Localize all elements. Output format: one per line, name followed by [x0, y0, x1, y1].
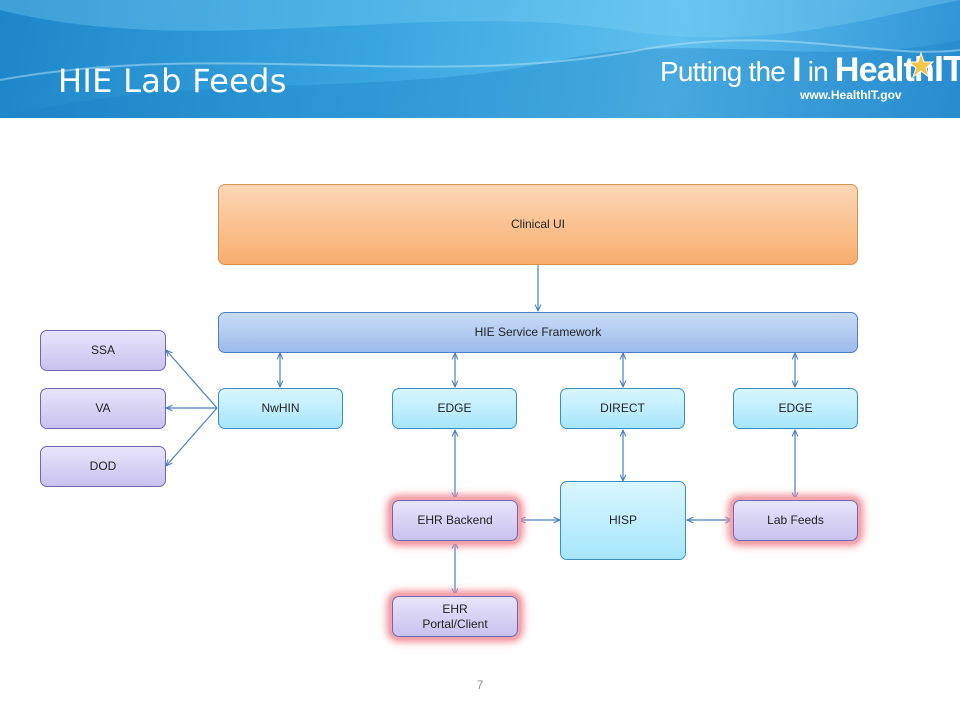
logo-url: www.HealthIT.gov [800, 88, 902, 102]
edge-box-1: EDGE [392, 388, 517, 429]
connector-ssa-nwhin [166, 350, 218, 409]
clinical-ui-box: Clinical UI [218, 184, 858, 265]
dod-box: DOD [40, 446, 166, 487]
page-title: HIE Lab Feeds [58, 62, 287, 100]
ehr-portal-client-box: EHR Portal/Client [392, 596, 518, 637]
ssa-box: SSA [40, 330, 166, 371]
page-number: 7 [476, 678, 484, 692]
ehr-backend-box: EHR Backend [392, 500, 518, 541]
header-banner: HIE Lab Feeds Putting the I in HealthIT … [0, 0, 960, 118]
direct-box: DIRECT [560, 388, 685, 429]
lab-feeds-box: Lab Feeds [733, 500, 858, 541]
hisp-box: HISP [560, 481, 686, 560]
star-icon [908, 52, 934, 78]
va-box: VA [40, 388, 166, 429]
connector-dod-nwhin [166, 407, 218, 466]
edge-box-2: EDGE [733, 388, 858, 429]
hie-service-framework-box: HIE Service Framework [218, 312, 858, 353]
healthit-logo: Putting the I in HealthIT www.HealthIT.g… [660, 48, 960, 108]
nwhin-box: NwHIN [218, 388, 343, 429]
banner-waves [0, 0, 960, 118]
